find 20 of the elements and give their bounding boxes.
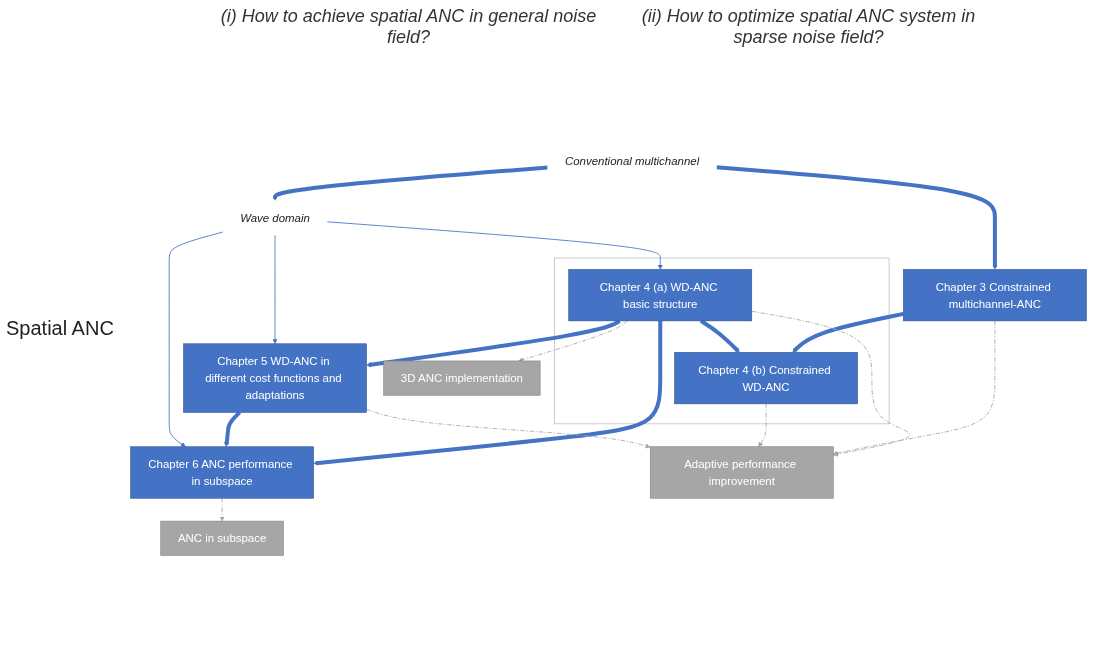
arrow [366, 319, 621, 368]
question-heading: (ii) How to optimize spatial ANC system in sparse noise field? [640, 6, 977, 48]
node-box: 3D ANC implementation [383, 360, 541, 396]
node-box: Chapter 4 (a) WD-ANC basic structure [568, 269, 753, 322]
question-heading: (i) How to achieve spatial ANC in general noise field? [219, 6, 598, 48]
bracket-label: Spatial ANC [6, 317, 115, 340]
node-box: Chapter 4 (b) Constrained WD-ANC [674, 352, 858, 405]
node-box: ANC in subspace [160, 520, 284, 556]
node-box: Chapter 5 WD-ANC in different cost functions and adaptations [183, 343, 367, 413]
arrow [792, 311, 904, 353]
node-box: Chapter 3 Constrained multichannel-ANC [903, 269, 1087, 322]
node-text: Conventional multichannel [565, 154, 700, 168]
cluster [554, 257, 890, 425]
arrow [716, 165, 998, 270]
arrow [224, 411, 241, 447]
node-box: Adaptive performance improvement [649, 446, 834, 499]
arrow [272, 165, 548, 201]
node-box: Chapter 6 ANC performance in subspace [130, 446, 314, 499]
node-text: Wave domain [240, 211, 310, 225]
arrow [699, 319, 740, 353]
